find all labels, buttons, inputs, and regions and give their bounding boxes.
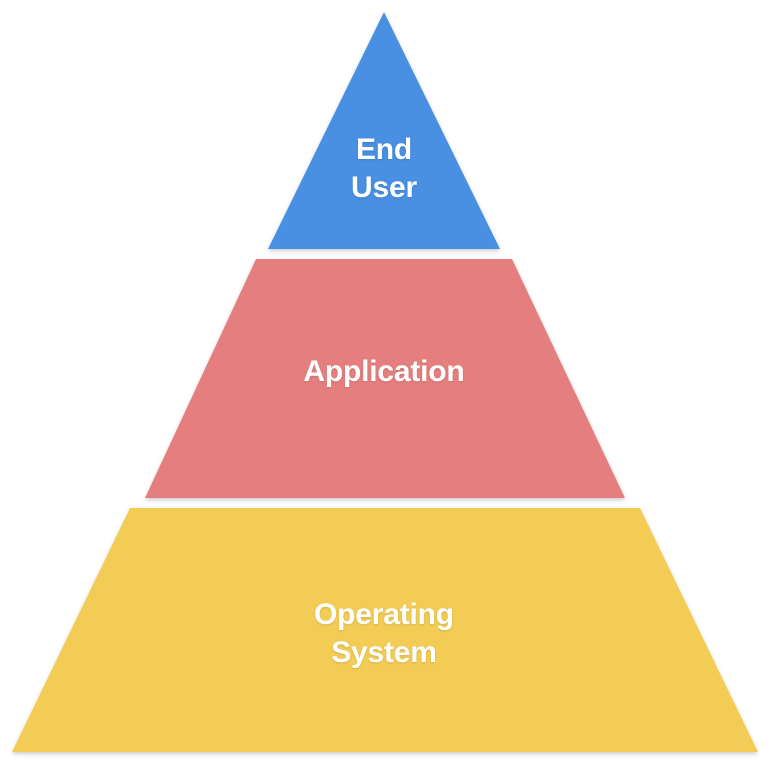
pyramid-tier-application-shape[interactable]: [145, 259, 625, 498]
pyramid-tier-end-user-shape[interactable]: [268, 12, 500, 249]
pyramid-tier-operating-system-shape[interactable]: [12, 508, 758, 752]
